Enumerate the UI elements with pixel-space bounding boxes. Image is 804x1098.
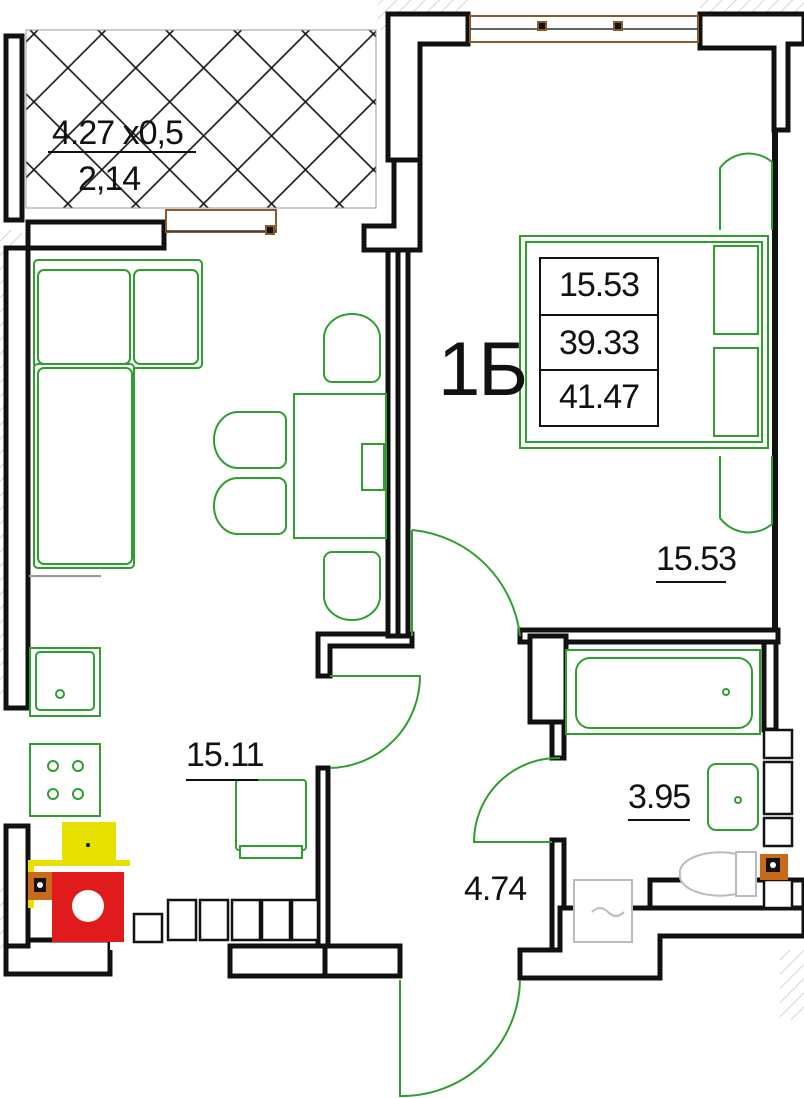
summary-total-area-excl-balcony: 39.33 xyxy=(558,324,640,362)
gas-boiler xyxy=(28,822,130,908)
unit-name: 1Б xyxy=(438,327,528,412)
vent-icons xyxy=(28,854,788,900)
bathroom-area: 3.95 xyxy=(628,778,691,816)
area-summary-box xyxy=(539,257,659,427)
balcony-dimensions: 4.27 x0,5 xyxy=(52,114,184,152)
kitchen-living-area: 15.11 xyxy=(186,736,265,774)
wall-blocks xyxy=(132,728,794,944)
doors xyxy=(329,529,561,1098)
walls xyxy=(3,11,804,981)
summary-total-area: 41.47 xyxy=(558,378,640,416)
windows xyxy=(165,15,699,235)
water-heater xyxy=(52,872,124,942)
balcony-area: 2,14 xyxy=(78,160,141,198)
bedroom-area: 15.53 xyxy=(656,540,737,578)
label-underlines xyxy=(186,581,726,821)
balcony xyxy=(25,29,377,209)
furniture xyxy=(29,152,773,943)
summary-living-area: 15.53 xyxy=(558,266,640,304)
hall-area: 4.74 xyxy=(464,870,527,908)
